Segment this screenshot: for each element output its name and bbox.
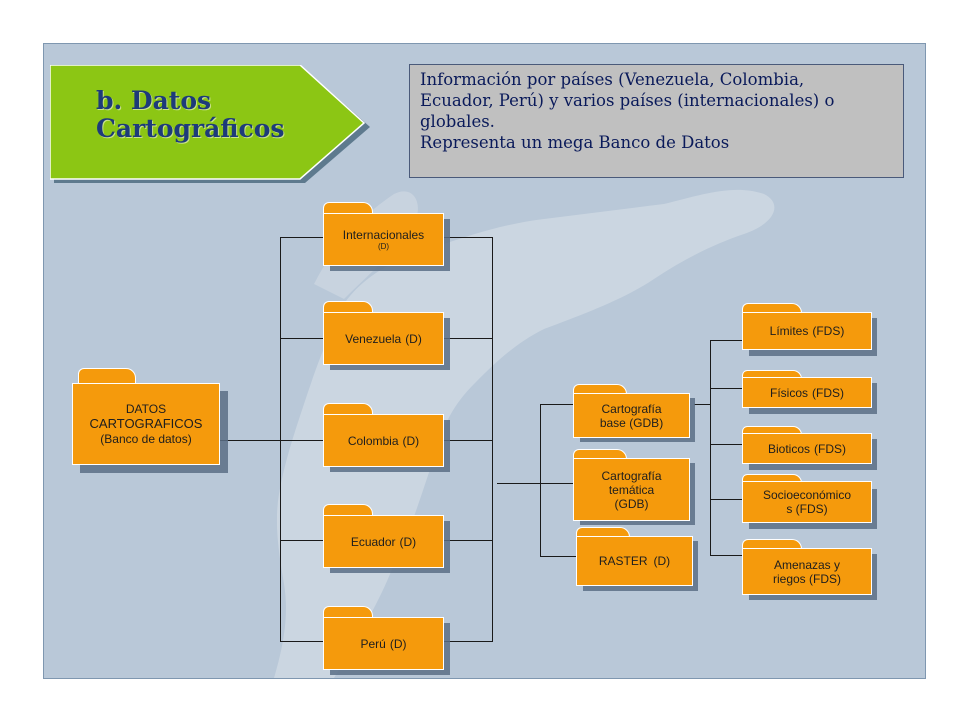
- country-label: Colombia: [347, 433, 399, 448]
- connector: [492, 237, 493, 642]
- title-line-1: b. Datos: [96, 86, 212, 115]
- folder-venezuela[interactable]: Venezuela (D): [323, 301, 453, 375]
- info-box: Información por países (Venezuela, Colom…: [409, 64, 904, 178]
- theme-tag: (FDS): [809, 571, 842, 586]
- country-label: Ecuador: [350, 534, 396, 549]
- theme-label: Límites: [769, 324, 809, 338]
- country-label: Venezuela: [345, 331, 402, 346]
- info-line-2: Ecuador, Perú) y varios países (internac…: [420, 91, 835, 110]
- country-tag: (D): [377, 242, 390, 251]
- connector: [540, 404, 576, 405]
- info-line-3: globales.: [420, 112, 495, 131]
- theme-label: Físicos: [769, 385, 808, 400]
- connector: [540, 556, 576, 557]
- theme-line-2: riegos: [772, 571, 806, 586]
- root-line-1: DATOS: [125, 402, 167, 416]
- type-tag: (GDB): [629, 415, 664, 430]
- folder-ecuador[interactable]: Ecuador (D): [323, 504, 453, 578]
- theme-line-1: Amenazas y: [773, 557, 841, 572]
- info-line-1: Información por países (Venezuela, Colom…: [420, 70, 805, 89]
- country-label: Internacionales: [342, 228, 425, 242]
- type-line-1: Cartografía: [601, 401, 662, 416]
- connector: [710, 499, 745, 500]
- title-line-2: Cartográficos: [96, 114, 285, 143]
- connector: [710, 555, 745, 556]
- theme-tag: (FDS): [812, 324, 845, 338]
- theme-tag: (FDS): [795, 502, 828, 516]
- connector: [540, 404, 541, 557]
- folder-socioeconomicos[interactable]: Socioeconómico s (FDS): [742, 474, 880, 530]
- title-arrow: [50, 65, 370, 183]
- connector: [280, 237, 281, 642]
- country-tag: (D): [402, 433, 420, 448]
- info-line-4: Representa un mega Banco de Datos: [420, 133, 730, 152]
- folder-amenazas[interactable]: Amenazas y riegos (FDS): [742, 539, 880, 603]
- folder-fisicos[interactable]: Físicos (FDS): [742, 370, 880, 416]
- connector: [220, 440, 280, 441]
- folder-raster[interactable]: RASTER (D): [576, 527, 701, 595]
- type-line-1: Cartografía: [601, 468, 662, 483]
- folder-colombia[interactable]: Colombia (D): [323, 403, 453, 477]
- theme-tag: (FDS): [814, 441, 847, 456]
- type-label: RASTER: [598, 554, 648, 568]
- root-line-2: CARTOGRAFICOS: [89, 416, 203, 431]
- connector: [710, 340, 711, 555]
- folder-peru[interactable]: Perú (D): [323, 606, 453, 680]
- connector: [710, 340, 745, 341]
- country-label: Perú: [360, 636, 386, 651]
- type-tag: (GDB): [614, 496, 649, 511]
- section-title: b. Datos Cartográficos: [96, 87, 336, 143]
- connector: [497, 483, 540, 484]
- country-tag: (D): [405, 331, 422, 346]
- country-tag: (D): [389, 636, 407, 651]
- folder-cartografia-tematica[interactable]: Cartografía temática (GDB): [573, 449, 698, 527]
- root-line-3: (Banco de datos): [100, 432, 192, 446]
- connector: [710, 388, 745, 389]
- theme-line-2: s: [786, 502, 793, 516]
- type-line-2: temática: [608, 482, 655, 497]
- connector: [540, 483, 576, 484]
- folder-bioticos[interactable]: Bioticos (FDS): [742, 426, 880, 472]
- theme-label: Bioticos: [767, 441, 811, 456]
- folder-cartografia-base[interactable]: Cartografía base (GDB): [573, 384, 698, 444]
- connector: [710, 444, 745, 445]
- theme-line-1: Socioeconómico: [762, 488, 852, 502]
- root-folder[interactable]: DATOS CARTOGRAFICOS (Banco de datos): [72, 368, 232, 478]
- country-tag: (D): [399, 534, 417, 549]
- folder-internacionales[interactable]: Internacionales (D): [323, 202, 453, 276]
- type-tag: (D): [653, 554, 671, 568]
- type-line-2: base: [599, 415, 626, 430]
- connector: [694, 404, 710, 405]
- theme-tag: (FDS): [812, 385, 844, 400]
- folder-limites[interactable]: Límites (FDS): [742, 303, 880, 359]
